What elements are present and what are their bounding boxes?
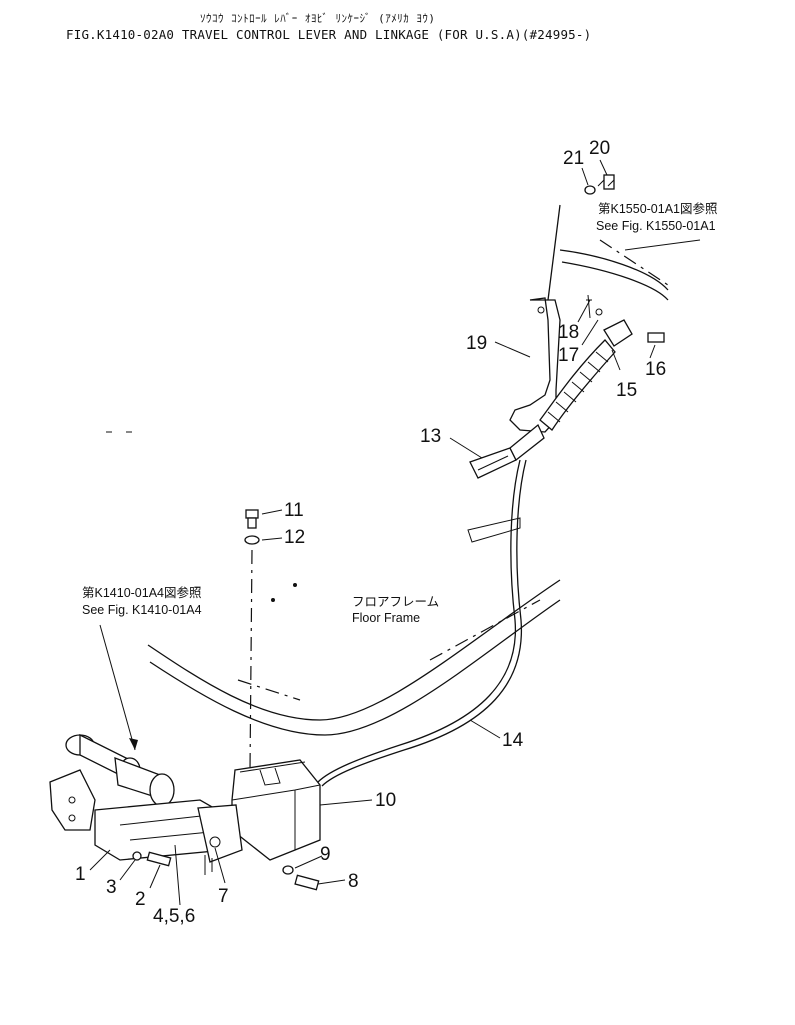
bracket-10 (231, 759, 321, 861)
washer-3 (132, 851, 142, 861)
washer-9 (282, 865, 294, 875)
japanese-title: ｿｳｺｳ ｺﾝﾄﾛｰﾙ ﾚﾊﾞｰ ｵﾖﾋﾞ ﾘﾝｹｰｼﾞ (ｱﾒﾘｶ ﾖｳ) (200, 12, 436, 25)
callout-16: 16 (645, 359, 666, 380)
pin-16 (647, 332, 665, 343)
callout-4-5-6: 4,5,6 (153, 906, 195, 927)
callout-9: 9 (320, 844, 331, 865)
bolt-8 (294, 874, 320, 891)
leader-lines (89, 159, 656, 906)
hole-mark (293, 583, 297, 587)
callout-12: 12 (284, 527, 305, 548)
callout-18: 18 (558, 322, 579, 343)
bolt-11 (245, 509, 259, 529)
washer-21 (584, 185, 596, 195)
cable-14 (317, 459, 527, 787)
ref-top-en: See Fig. K1550-01A1 (596, 219, 716, 233)
callout-10: 10 (375, 790, 396, 811)
callout-21: 21 (563, 148, 584, 169)
callout-17: 17 (558, 345, 579, 366)
callout-3: 3 (106, 877, 117, 898)
washer-12 (244, 535, 260, 545)
callout-8: 8 (348, 871, 359, 892)
callout-11: 11 (284, 500, 304, 521)
floor-frame (147, 579, 561, 736)
ref-left-en: See Fig. K1410-01A4 (82, 603, 202, 617)
floor-frame-label-en: Floor Frame (352, 611, 420, 625)
ref-top-jp: 第K1550-01A1図参照 (598, 201, 718, 216)
callout-15: 15 (616, 380, 637, 401)
callout-19: 19 (466, 333, 487, 354)
ref-arrow-left (99, 624, 136, 751)
lever-assembly (49, 733, 243, 875)
ref-arrowhead-left (129, 738, 138, 750)
spring-boot-17 (539, 294, 633, 431)
bolt-20 (597, 174, 615, 190)
bracket-19 (509, 297, 561, 433)
rod-end-13 (469, 423, 545, 479)
bolt-2 (146, 851, 172, 867)
callout-13: 13 (420, 426, 441, 447)
callout-20: 20 (589, 138, 610, 159)
hole-mark (271, 598, 275, 602)
figure-title: FIG.K1410-02A0 TRAVEL CONTROL LEVER AND … (66, 27, 592, 42)
callout-1: 1 (75, 864, 86, 885)
callout-2: 2 (135, 889, 146, 910)
bolt-11-axis (249, 549, 253, 771)
ref-left-jp: 第K1410-01A4図参照 (82, 585, 202, 600)
callout-7: 7 (218, 886, 229, 907)
floor-frame-label-jp: フロアフレーム (352, 595, 439, 609)
callout-14: 14 (502, 730, 524, 751)
